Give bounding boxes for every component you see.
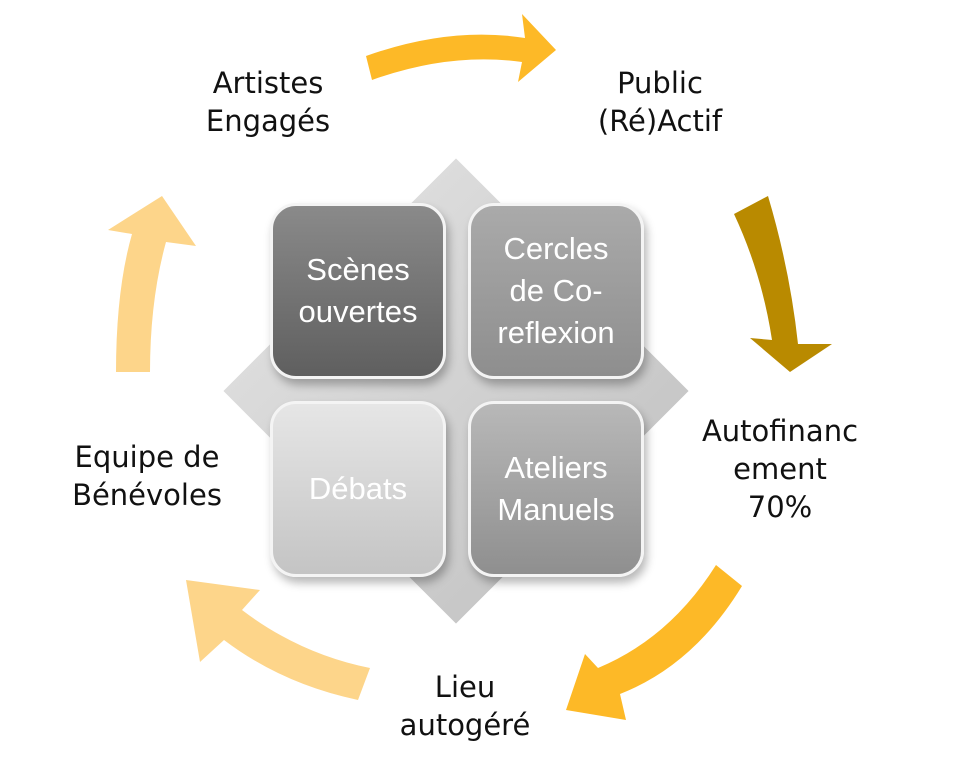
arrow-artistes-to-public [366,14,556,82]
tile-scenes-ouvertes: Scènes ouvertes [270,203,446,379]
arrow-autofinancement-to-lieu [566,565,742,720]
tile-cercles-coreflexion: Cercles de Co- reflexion [468,203,644,379]
arrow-lieu-to-equipe [186,580,370,700]
tile-debats-text: Débats [308,471,408,506]
label-lieu-autogere: Lieu autogéré [399,670,531,742]
arrow-equipe-to-artistes [108,196,196,372]
tile-cercles-text: Cercles de Co- reflexion [497,231,615,350]
label-autofinancement: Autofinanc ement 70% [701,414,859,524]
arrow-public-to-autofinancement [734,196,832,372]
tile-ateliers-text: Ateliers Manuels [497,450,615,527]
label-equipe-benevoles: Equipe de Bénévoles [72,440,222,512]
tile-scenes-text: Scènes ouvertes [298,252,418,329]
label-public-reactif: Public (Ré)Actif [597,66,723,138]
label-artistes-engages: Artistes Engagés [205,66,331,138]
tile-ateliers-manuels: Ateliers Manuels [468,401,644,577]
tile-debats: Débats [270,401,446,577]
